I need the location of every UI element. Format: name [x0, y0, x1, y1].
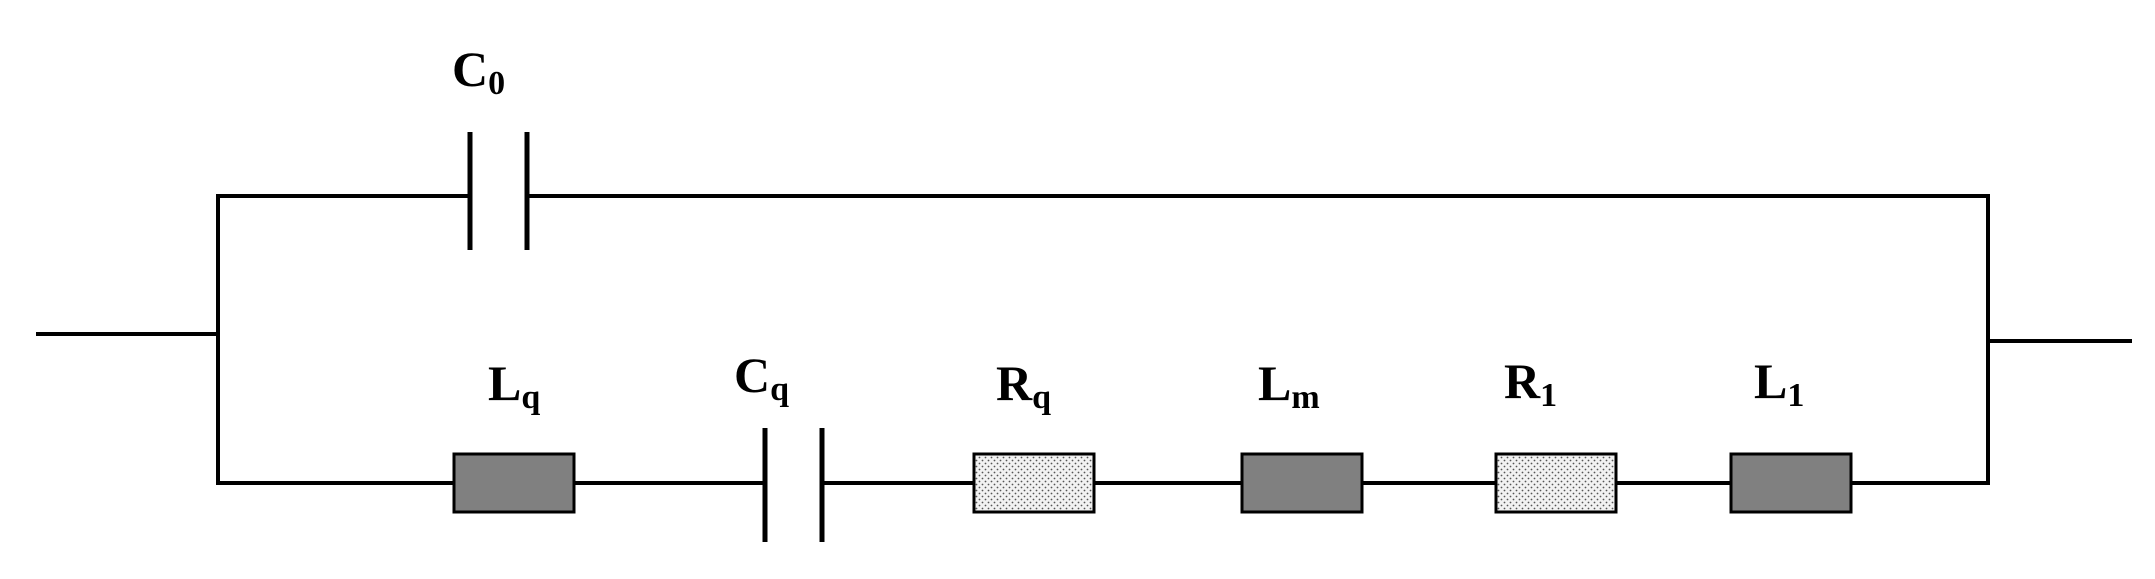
resistor-rq	[972, 452, 1096, 514]
label-c0: C0	[452, 41, 505, 102]
label-r1: R1	[1504, 353, 1557, 414]
inductor-lq	[452, 452, 576, 514]
capacitor-c0	[467, 132, 530, 250]
label-cq: Cq	[734, 347, 789, 408]
label-rq: Rq	[996, 355, 1051, 416]
label-lm: Lm	[1258, 355, 1320, 416]
inductor-lm	[1240, 452, 1364, 514]
label-l1: L1	[1754, 353, 1804, 414]
inductor-l1	[1729, 452, 1853, 514]
label-lq: Lq	[488, 355, 540, 416]
capacitor-cq	[762, 428, 825, 542]
resistor-r1	[1494, 452, 1618, 514]
